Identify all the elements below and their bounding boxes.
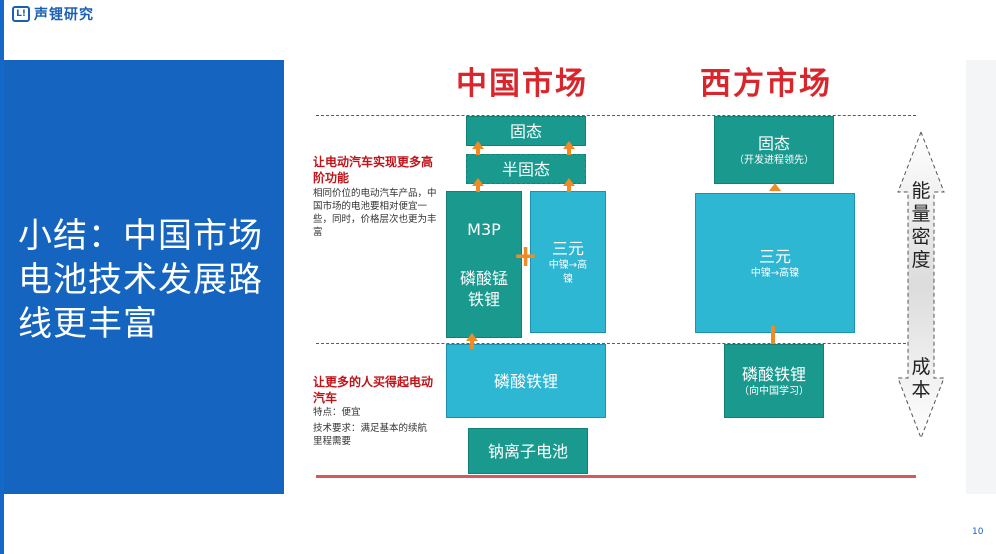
west-solid-state-box: 固态 （开发进程领先）	[714, 116, 834, 184]
left-edge-bar	[0, 0, 4, 554]
china-m3p-label: M3P	[467, 220, 501, 239]
top-dashed-line	[316, 115, 916, 116]
upper-side-text: 相同价位的电动汽车产品，中国市场的电池要相对便宜一些，同时，价格层次也更为丰富	[313, 188, 437, 238]
baseline	[316, 475, 916, 478]
upper-side-title: 让电动汽车实现更多高阶功能	[313, 155, 434, 185]
logo-icon: L!	[12, 6, 30, 22]
logo-mark: L!	[16, 9, 26, 19]
summary-panel	[4, 60, 284, 494]
arrow-up-icon	[563, 141, 575, 155]
plus-icon: +	[513, 239, 539, 274]
arrow-up-icon	[472, 141, 484, 155]
west-lfp-label: 磷酸铁锂	[741, 364, 806, 384]
west-ternary-label: 三元	[758, 246, 791, 266]
china-ternary-box: 三元 中镍→高 镍	[530, 191, 606, 333]
china-sodium-label: 钠离子电池	[487, 441, 568, 461]
china-m3p-lmfp-box: M3P 磷酸锰 铁锂	[446, 191, 522, 338]
west-solid-state-label: 固态	[757, 133, 790, 153]
west-ternary-box: 三元 中镍→高镍	[695, 193, 855, 333]
double-arrow-icon	[897, 130, 945, 440]
china-ternary-sub: 中镍→高 镍	[548, 259, 588, 285]
china-solid-state-label: 固态	[509, 121, 542, 141]
china-sodium-box: 钠离子电池	[468, 428, 588, 474]
summary-title: 小结：中国市场电池技术发展路线更丰富	[18, 216, 263, 344]
west-lfp-box: 磷酸铁锂 （向中国学习）	[724, 344, 824, 418]
right-strip	[966, 60, 996, 494]
west-solid-state-sub: （开发进程领先）	[734, 154, 814, 166]
arrow-up-icon	[472, 178, 484, 192]
west-ternary-sub: 中镍→高镍	[750, 267, 800, 279]
arrow-up-icon	[769, 183, 781, 191]
china-lfp-label: 磷酸铁锂	[493, 371, 558, 391]
lower-requirement: 技术要求：满足基本的续航里程需要	[313, 423, 428, 447]
axis-bottom-label: 成本	[911, 356, 931, 401]
logo-text: 声锂研究	[34, 7, 94, 23]
logo: L! 声锂研究	[12, 4, 94, 24]
arrow-up-icon	[466, 333, 478, 349]
china-semi-solid-label: 半固态	[501, 159, 550, 179]
lower-side-title: 让更多的人买得起电动汽车	[313, 375, 434, 405]
china-lfp-box: 磷酸铁锂	[446, 344, 606, 418]
west-market-title: 西方市场	[700, 66, 832, 102]
arrow-up-icon	[563, 178, 575, 192]
china-ternary-label: 三元	[551, 238, 584, 258]
lower-feature: 特点：便宜	[313, 407, 361, 418]
west-lfp-sub: （向中国学习）	[739, 385, 809, 397]
axis-top-label: 能量密度	[911, 180, 931, 271]
china-market-title: 中国市场	[456, 66, 588, 102]
china-lmfp-label: 磷酸锰 铁锂	[459, 269, 508, 309]
page-number: 10	[972, 527, 984, 537]
connector-icon	[771, 326, 775, 344]
middle-dashed-line	[316, 343, 916, 344]
